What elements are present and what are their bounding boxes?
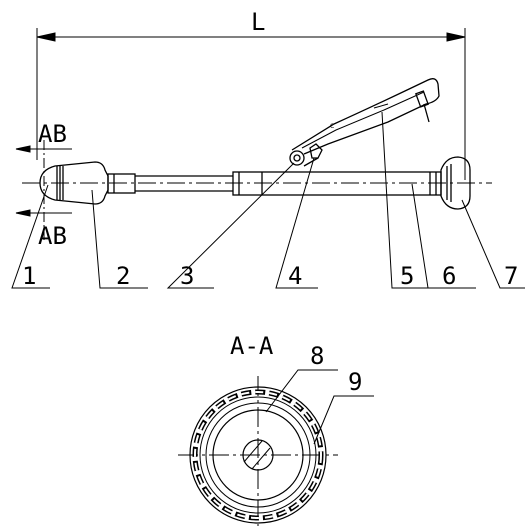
leader-4 <box>275 157 318 289</box>
bracket-line <box>303 157 319 167</box>
leader-3 <box>166 162 295 289</box>
section-outer-circle <box>189 386 327 524</box>
nose-head <box>39 161 109 205</box>
lever-engraving: C <box>330 123 334 130</box>
section-arrowhead-bottom <box>15 209 31 217</box>
section-marks <box>15 140 72 240</box>
length-label: L <box>251 8 265 36</box>
leader-9 <box>313 395 374 445</box>
neck-collar <box>107 173 136 194</box>
lever-handle <box>291 78 440 155</box>
leader-6 <box>411 183 476 289</box>
section-title: A-A <box>230 332 274 360</box>
section-ring-outer <box>199 396 317 514</box>
leader-5 <box>381 111 440 289</box>
section-arrowhead-top <box>15 145 31 153</box>
lever-pin <box>423 103 430 123</box>
part-label-6: 6 <box>442 262 456 290</box>
tool-side-view: C <box>22 78 492 210</box>
part-label-7: 7 <box>504 262 518 290</box>
part-label-8: 8 <box>310 342 324 370</box>
leader-1 <box>11 184 50 289</box>
arrowhead-right <box>446 32 466 42</box>
leader-7 <box>461 199 525 289</box>
leader-2 <box>91 189 148 289</box>
section-view <box>178 376 338 526</box>
lever-bracket <box>309 143 323 159</box>
pivot-inner <box>293 154 301 162</box>
shaft-hatch-2 <box>251 447 271 470</box>
section-label-top: AB <box>38 120 67 148</box>
part-label-5: 5 <box>400 262 414 290</box>
section-shaft-circle <box>242 439 274 471</box>
pivot-outer <box>289 150 305 166</box>
section-bore-circle <box>212 409 304 501</box>
leader-lines <box>11 111 525 289</box>
lever-mark <box>373 103 389 109</box>
lever-inner-line <box>301 91 425 149</box>
part-label-3: 3 <box>180 262 194 290</box>
length-dimension <box>36 28 466 180</box>
section-label-bottom: AB <box>38 222 67 250</box>
section-coil-ring-inner <box>194 391 322 519</box>
section-ring-inner <box>205 402 311 508</box>
shaft-hatch-1 <box>243 440 263 463</box>
arrowhead-left <box>36 32 56 42</box>
section-leaders <box>265 369 374 445</box>
leader-8 <box>265 369 338 413</box>
part-label-4: 4 <box>288 262 302 290</box>
end-knob <box>440 156 471 210</box>
part-label-9: 9 <box>348 368 362 396</box>
part-label-1: 1 <box>22 262 36 290</box>
part-label-2: 2 <box>116 262 130 290</box>
